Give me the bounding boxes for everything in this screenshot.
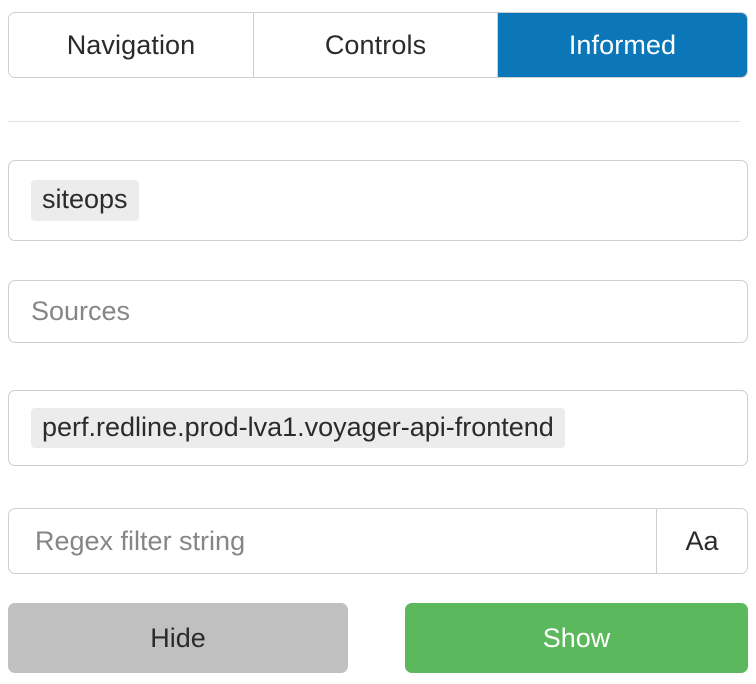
tag-chip-siteops[interactable]: siteops bbox=[31, 180, 139, 221]
section-divider bbox=[8, 121, 740, 122]
hide-button[interactable]: Hide bbox=[8, 603, 348, 673]
regex-filter-placeholder: Regex filter string bbox=[35, 525, 246, 556]
tags-field[interactable]: siteops bbox=[8, 160, 748, 241]
regex-filter-row: Regex filter string Aa bbox=[8, 508, 748, 574]
tab-controls[interactable]: Controls bbox=[254, 13, 498, 77]
tab-controls-label: Controls bbox=[324, 29, 427, 60]
case-sensitivity-label: Aa bbox=[685, 525, 719, 556]
sources-placeholder: Sources bbox=[31, 296, 131, 326]
show-button[interactable]: Show bbox=[405, 603, 748, 673]
tab-navigation[interactable]: Navigation bbox=[9, 13, 254, 77]
metric-field[interactable]: perf.redline.prod-lva1.voyager-api-front… bbox=[8, 390, 748, 466]
case-sensitivity-toggle[interactable]: Aa bbox=[657, 509, 747, 573]
tab-informed-label: Informed bbox=[568, 29, 677, 60]
metric-chip[interactable]: perf.redline.prod-lva1.voyager-api-front… bbox=[31, 407, 565, 449]
tab-group: Navigation Controls Informed bbox=[8, 12, 748, 78]
regex-filter-input[interactable]: Regex filter string bbox=[9, 509, 657, 573]
show-button-label: Show bbox=[542, 622, 611, 653]
tab-navigation-label: Navigation bbox=[66, 29, 196, 60]
hide-button-label: Hide bbox=[150, 622, 206, 653]
sources-field[interactable]: Sources bbox=[8, 280, 748, 343]
tab-informed[interactable]: Informed bbox=[498, 13, 747, 77]
